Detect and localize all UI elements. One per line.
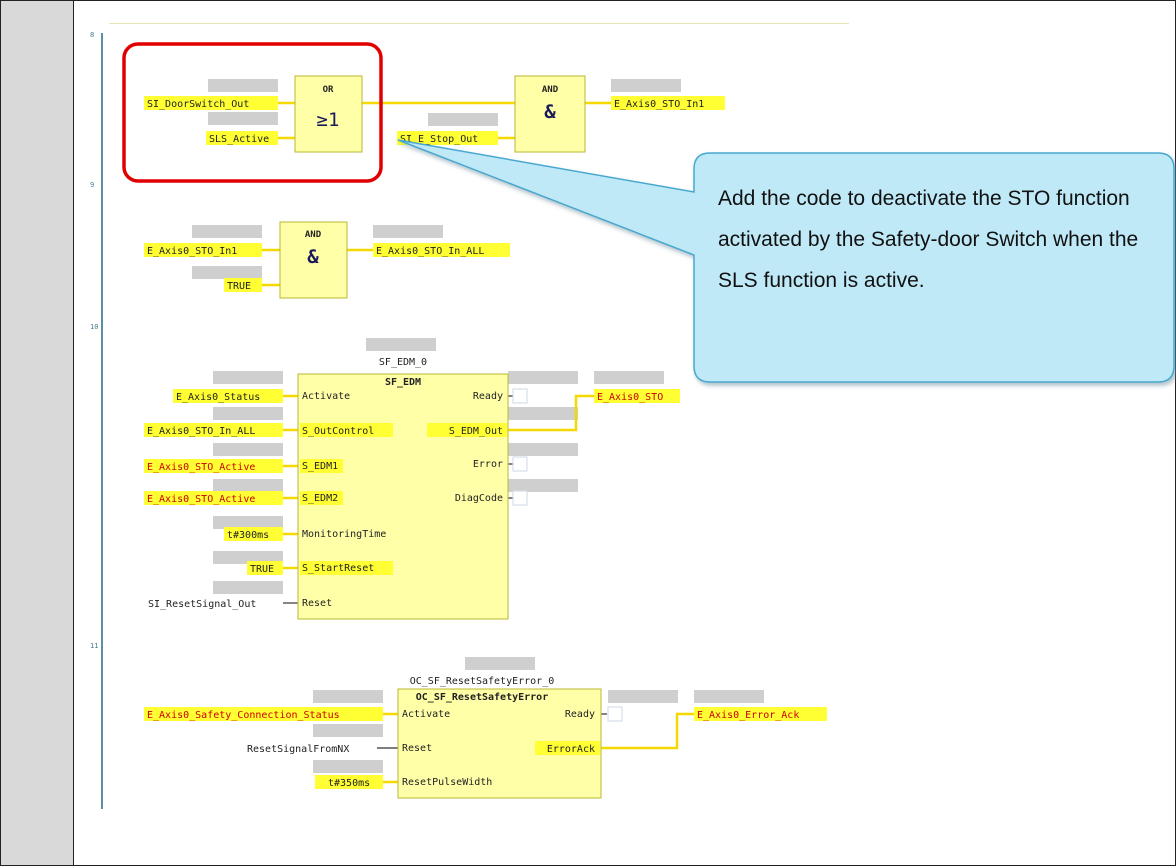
var-t300ms: t#300ms <box>227 530 269 541</box>
var-e-axis0-sto-in-all: E_Axis0_STO_In_ALL <box>376 246 484 257</box>
pin-reset: Reset <box>302 598 332 609</box>
var-e-axis0-sto-active: E_Axis0_STO_Active <box>147 494 255 505</box>
pin-ready: Ready <box>473 391 503 402</box>
var-si-resetsignal-out: SI_ResetSignal_Out <box>148 599 256 610</box>
var-e-axis0-error-ack: E_Axis0_Error_Ack <box>697 710 799 721</box>
pin-reset: Reset <box>402 743 432 754</box>
rung-number-9: 9 <box>90 181 95 189</box>
variable-labels: SI_DoorSwitch_Out SLS_Active SI_E_Stop_O… <box>144 96 827 789</box>
pin-ready: Ready <box>565 709 595 720</box>
rung-number-8: 8 <box>90 31 95 39</box>
and-block-rung8[interactable]: AND & <box>514 75 586 153</box>
fb-instance-name: OC_SF_ResetSafetyError_0 <box>410 676 555 687</box>
var-e-axis0-sto-active: E_Axis0_STO_Active <box>147 462 255 473</box>
pin-s-startreset: S_StartReset <box>302 563 374 574</box>
pin-s-edm1: S_EDM1 <box>302 461 338 472</box>
var-e-axis0-sto-in1: E_Axis0_STO_In1 <box>614 99 704 110</box>
or-block-symbol: ≥1 <box>317 109 340 131</box>
and-block-title: AND <box>542 85 559 95</box>
pin-activate: Activate <box>302 391 350 402</box>
plain-wires <box>283 395 607 749</box>
placeholder-bars <box>192 79 764 773</box>
selection-highlight <box>122 42 383 183</box>
and-block-symbol: & <box>307 246 319 268</box>
pin-monitoringtime: MonitoringTime <box>302 529 386 540</box>
left-gutter <box>1 1 74 865</box>
pin-error: Error <box>473 459 503 470</box>
pin-activate: Activate <box>402 709 450 720</box>
or-block-title: OR <box>323 85 334 95</box>
callout-text: Add the code to deactivate the STO funct… <box>718 187 1139 292</box>
editor-top-border <box>109 23 849 24</box>
var-resetsignalfromnx: ResetSignalFromNX <box>247 744 349 755</box>
and-block-title: AND <box>305 230 322 240</box>
and-block-rung9[interactable]: AND & <box>279 221 348 299</box>
var-e-axis0-sto-in-all: E_Axis0_STO_In_ALL <box>147 426 255 437</box>
pin-diagcode: DiagCode <box>455 493 503 504</box>
var-si-doorswitch-out: SI_DoorSwitch_Out <box>147 99 249 110</box>
pin-s-outcontrol: S_OutControl <box>302 426 374 437</box>
fb-type-name: OC_SF_ResetSafetyError <box>416 692 548 703</box>
var-e-axis0-sto-in1: E_Axis0_STO_In1 <box>147 246 237 257</box>
oc-sf-pins: Activate Reset ResetPulseWidth Ready Err… <box>402 709 600 788</box>
rung-number-10: 10 <box>90 323 99 331</box>
wires <box>262 101 694 784</box>
var-true: TRUE <box>250 564 274 575</box>
sf-edm-pins: Activate S_OutControl S_EDM1 S_EDM2 Moni… <box>300 391 507 609</box>
pin-s-edm2: S_EDM2 <box>302 493 338 504</box>
var-sls-active: SLS_Active <box>209 134 269 145</box>
callout-bubble <box>397 139 1175 383</box>
var-e-axis0-status: E_Axis0_Status <box>176 392 260 403</box>
and-block-symbol: & <box>544 101 556 123</box>
fb-instance-name: SF_EDM_0 <box>379 357 427 368</box>
pin-erroracks: ErrorAck <box>547 744 595 755</box>
or-block[interactable]: OR ≥1 <box>294 75 363 153</box>
fb-type-name: SF_EDM <box>385 377 421 388</box>
var-e-axis0-safety-connection-status: E_Axis0_Safety_Connection_Status <box>147 710 340 721</box>
left-power-rail <box>101 33 103 809</box>
var-si-e-stop-out: SI_E_Stop_Out <box>400 134 478 145</box>
var-e-axis0-sto: E_Axis0_STO <box>597 392 663 403</box>
pin-resetpulsewidth: ResetPulseWidth <box>402 777 492 788</box>
var-true: TRUE <box>227 281 251 292</box>
pin-s-edm-out: S_EDM_Out <box>449 426 503 437</box>
rung-number-11: 11 <box>90 642 99 650</box>
var-t350ms: t#350ms <box>328 778 370 789</box>
unconnected-outputs <box>512 388 623 722</box>
